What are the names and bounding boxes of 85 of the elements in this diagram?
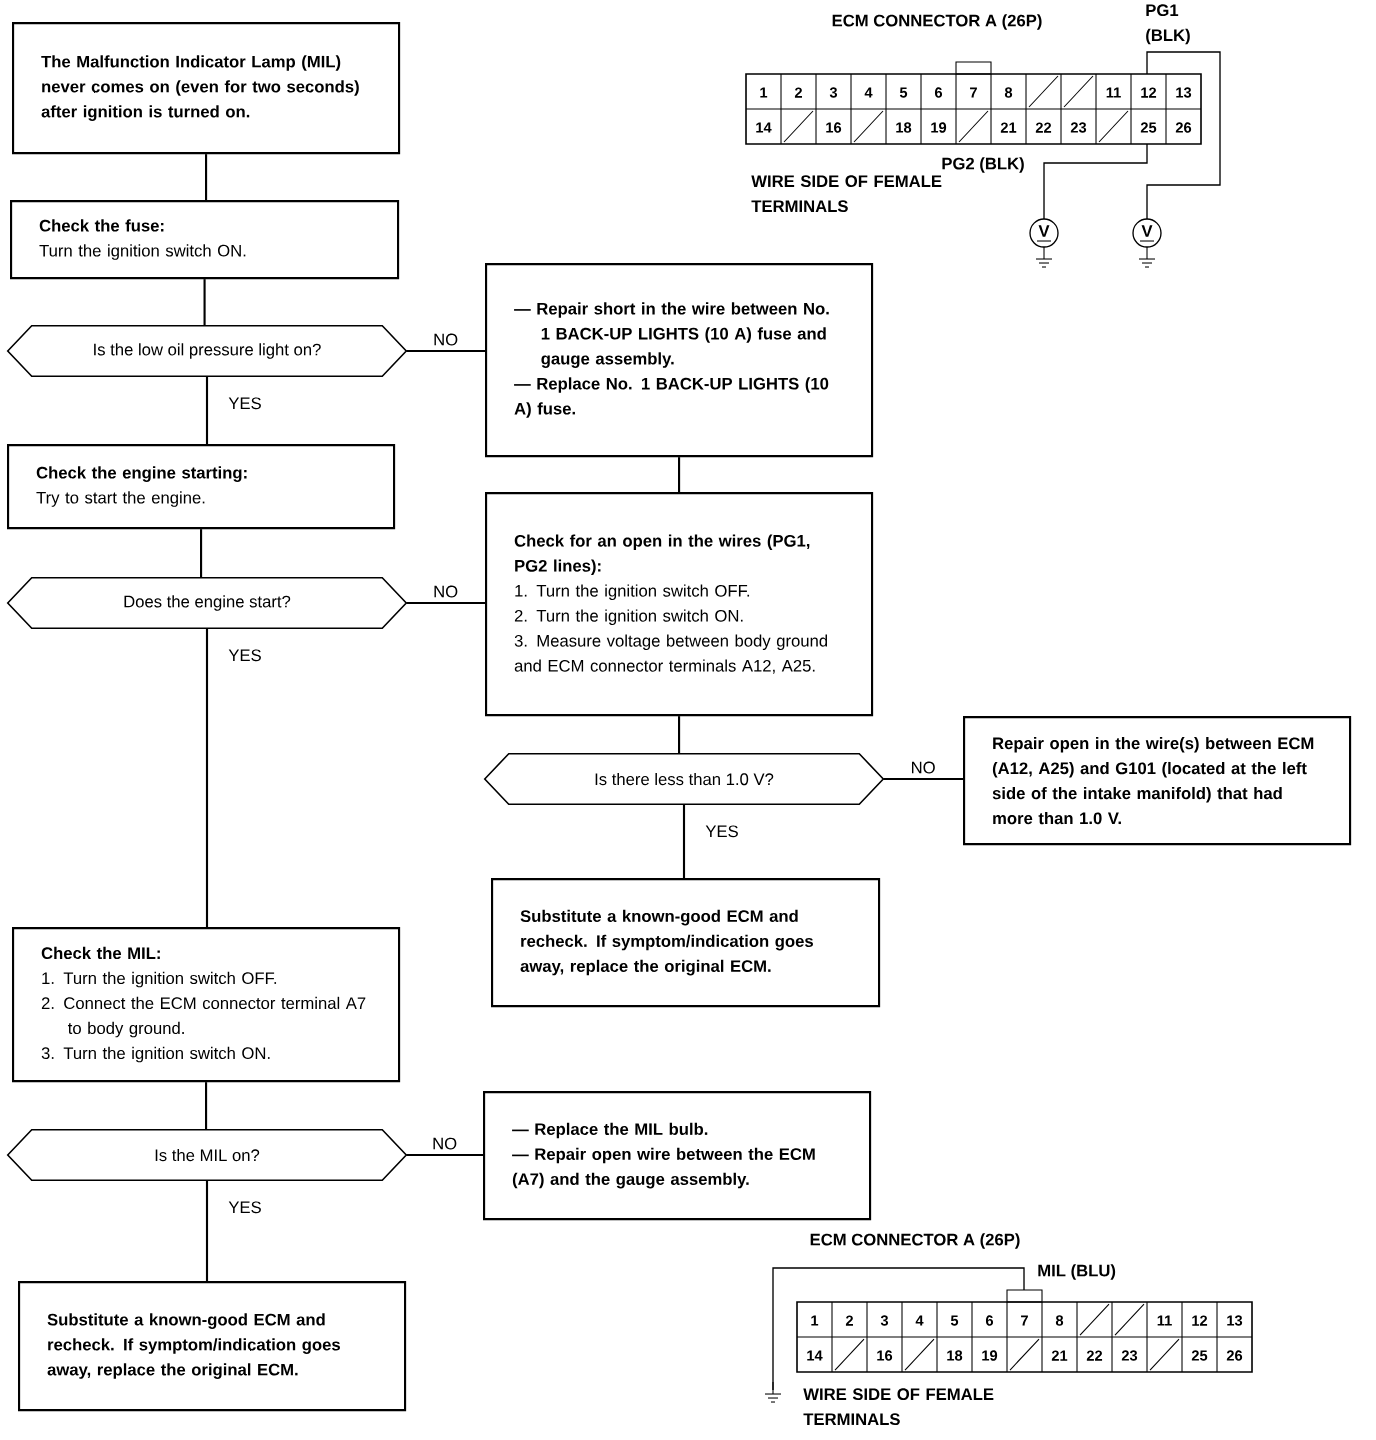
connector-label: WIRE SIDE OF FEMALE TERMINALS [803,1388,994,1426]
pin-number: 8 [1004,87,1013,98]
edge-label: NO [431,584,460,599]
connector-label: ECM CONNECTOR A (26P) [810,1233,1020,1249]
connector-line [883,777,963,781]
pin-number: 23 [1121,1350,1138,1361]
connector-line [678,716,681,754]
pin-number: 11 [1106,87,1121,98]
edge-label: YES [227,396,263,411]
pin-number: 18 [896,122,912,133]
edge-label: YES [227,1200,263,1215]
pin-number: 16 [826,122,842,133]
connector-line [205,376,209,444]
pin-number: 25 [1140,122,1157,133]
pin-number: 6 [985,1315,994,1326]
pin-number: 1 [760,87,768,98]
pin-number: 2 [845,1315,853,1326]
pin-number: 8 [1055,1315,1064,1326]
edge-label: NO [431,332,460,347]
pin-number: 3 [829,87,838,98]
connector-line [682,804,686,878]
meter-letter: V [1038,225,1050,237]
process-box: Check the fuse: Turn the ignition switch ON. [10,200,400,280]
decision-hexagon: Is the MIL on? [6,1128,408,1182]
pin-number: 4 [864,87,873,98]
process-box: Check for an open in the wires (PG1, PG2 lines): 1. Turn the ignition switch OFF. 2. Turn the ignition switch ON. 3. Measure voltage between body ground and ECM connector terminals A12, A25. [485,492,874,717]
connector-line [406,1153,483,1157]
pin-number: 11 [1157,1315,1172,1326]
pin-number: 7 [1021,1315,1028,1326]
connector-line [205,1082,208,1130]
pin-number: 5 [899,87,908,98]
pin-number: 13 [1227,1315,1243,1326]
pin-number: 5 [950,1315,959,1326]
connector-label: PG1 (BLK) [1146,4,1190,45]
connector-line [205,1180,209,1281]
process-box: — Repair short in the wire between No. 1 BACK-UP LIGHTS (10 A) fuse and gauge assembly. — Replace No. 1 BACK-UP LIGHTS (10 A) fuse. [485,263,874,458]
decision-hexagon: Is there less than 1.0 V? [483,752,885,806]
pin-number: 1 [811,1315,819,1326]
pin-number: 13 [1176,87,1192,98]
pin-number: 6 [934,87,943,98]
connector-line [205,628,209,927]
connector-line [678,457,681,492]
connector-label: WIRE SIDE OF FEMALE TERMINALS [751,175,942,213]
connector-label: ECM CONNECTOR A (26P) [832,14,1042,30]
edge-label: YES [704,824,740,839]
connector-line [205,154,208,200]
pin-number: 3 [880,1315,889,1326]
pin-number: 16 [877,1350,893,1361]
process-box: Substitute a known-good ECM and recheck. If symptom/indication goes away, replace the original ECM. [491,878,881,1008]
pin-number: 26 [1226,1350,1243,1361]
connector-label: MIL (BLU) [1038,1264,1116,1280]
pin-number: 14 [807,1350,823,1361]
pin-number: 18 [947,1350,963,1361]
pin-number: 21 [1000,122,1017,133]
pin-number: 12 [1192,1315,1208,1326]
process-box: Check the MIL: 1. Turn the ignition switch OFF. 2. Connect the ECM connector terminal A7 to body ground. 3. Turn the ignition switch ON. [12,927,401,1083]
process-box: The Malfunction Indicator Lamp (MIL) never comes on (even for two seconds) after ignition is turned on. [12,22,401,155]
edge-label: NO [430,1136,459,1151]
pin-number: 22 [1086,1350,1103,1361]
pin-number: 22 [1035,122,1052,133]
pin-number: 23 [1070,122,1087,133]
pin-number: 19 [982,1350,998,1361]
connector-line [406,601,485,605]
decision-hexagon: Does the engine start? [6,576,408,630]
edge-label: YES [227,648,263,663]
pin-number: 12 [1141,87,1157,98]
pin-number: 19 [931,122,947,133]
edge-label: NO [909,760,937,775]
pin-number: 4 [915,1315,924,1326]
pin-number: 14 [756,122,772,133]
pin-number: 26 [1175,122,1192,133]
decision-hexagon: Is the low oil pressure light on? [6,324,408,378]
connector-line [203,279,206,326]
pin-number: 7 [970,87,977,98]
process-box: Check the engine starting: Try to start the engine. [7,444,396,530]
connector-label: PG2 (BLK) [942,157,1024,173]
meter-letter: V [1141,225,1153,237]
process-box: Substitute a known-good ECM and recheck. If symptom/indication goes away, replace the original ECM. [18,1281,407,1412]
pin-number: 21 [1051,1350,1068,1361]
connector-line [406,349,485,353]
process-box: Repair open in the wire(s) between ECM (A12, A25) and G101 (located at the left side of the intake manifold) that had more than 1.0 V. [963,716,1352,846]
pin-number: 25 [1191,1350,1208,1361]
pin-number: 2 [794,87,802,98]
process-box: — Replace the MIL bulb. — Repair open wire between the ECM (A7) and the gauge assembly. [483,1091,872,1221]
connector-line [200,529,203,578]
